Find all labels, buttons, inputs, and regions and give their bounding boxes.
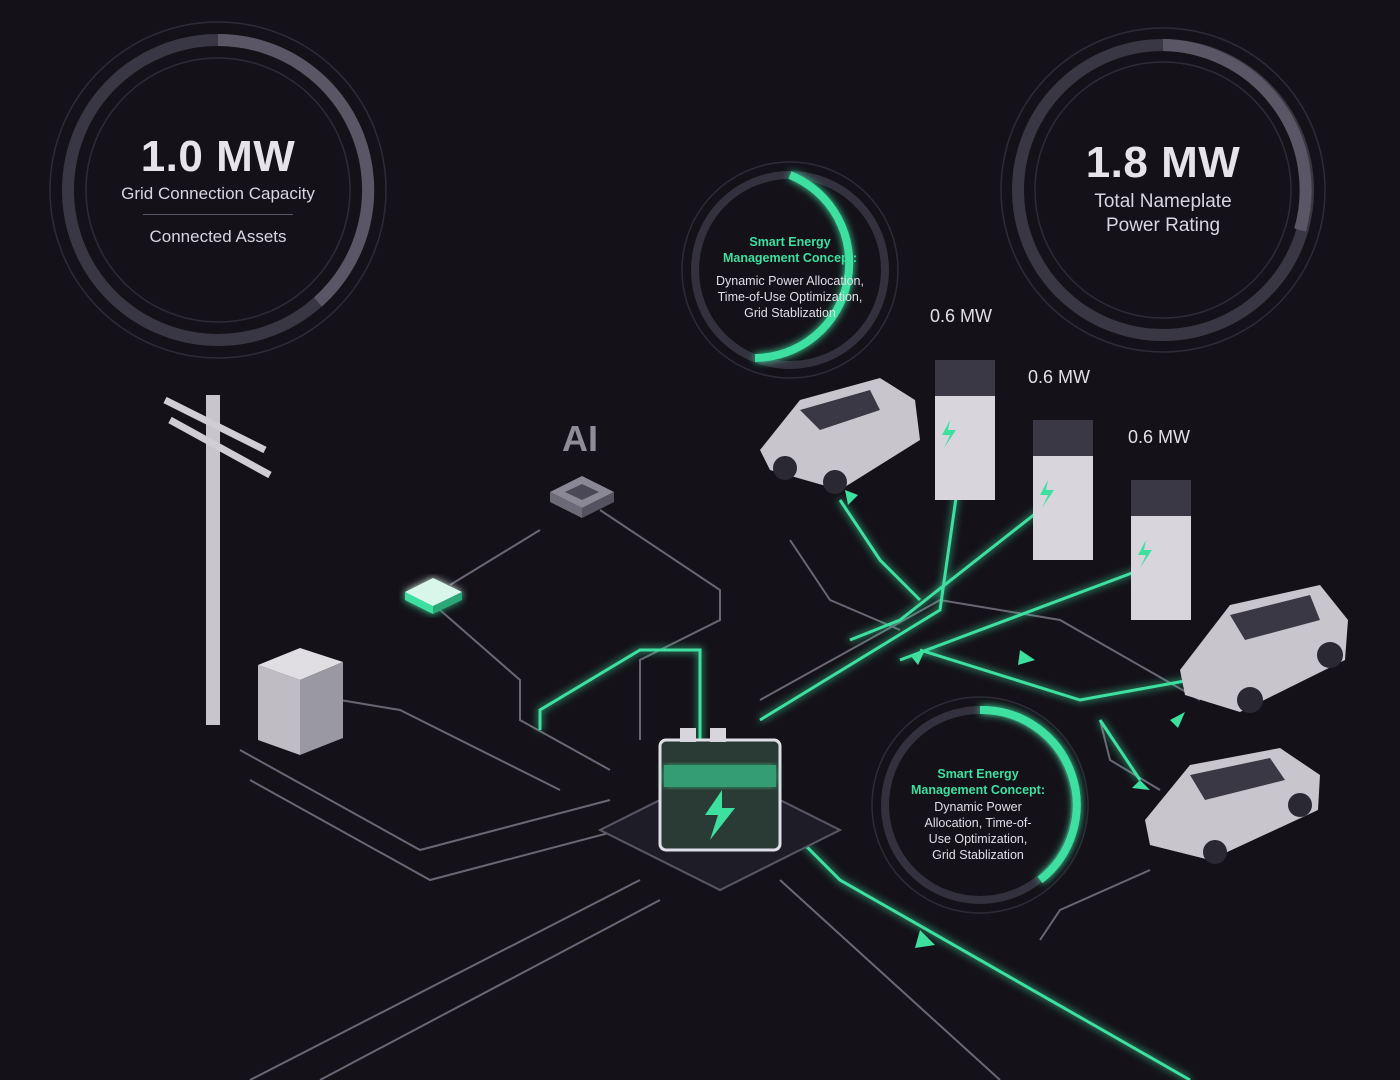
ai-label: AI (562, 418, 598, 459)
ai-chip (550, 476, 614, 518)
gateway-device (405, 578, 462, 614)
connected-assets-label: Connected Assets (149, 226, 287, 246)
sem-bottom-desc-1: Dynamic Power (934, 799, 1022, 814)
sem-top-ring (681, 161, 899, 379)
transformer-cabinet (258, 648, 343, 755)
electric-cars (760, 378, 1348, 864)
sem-top-panel: Smart Energy Management Concept: Dynamic… (700, 234, 880, 321)
sem-bottom-desc-4: Grid Stablization (932, 848, 1024, 863)
sem-top-title-1: Smart Energy (749, 235, 831, 249)
grid-capacity-label: Grid Connection Capacity (121, 184, 315, 203)
charger-1-power: 0.6 MW (930, 306, 993, 326)
nameplate-panel: 1.8 MW Total Nameplate Power Rating (1013, 138, 1313, 238)
sem-top-title-2: Management Concept: (722, 251, 858, 266)
sem-bottom-desc-2: Allocation, Time-of- (924, 815, 1032, 830)
sem-bottom-desc-3: Use Optimization, (928, 832, 1028, 846)
nameplate-label-1: Total Nameplate (1094, 191, 1232, 212)
car-bottom (1145, 748, 1320, 864)
grid-capacity-value: 1.0 MW (140, 132, 296, 181)
sem-bottom-title-1: Smart Energy (937, 767, 1019, 781)
green-flow-lines (538, 469, 1191, 1080)
grey-flow-lines (239, 509, 1201, 1080)
charger-3 (1131, 480, 1191, 620)
grid-capacity-ring (49, 21, 387, 359)
sem-bottom-title-2: Management Concept: (910, 783, 1046, 798)
sem-bottom-ring (871, 696, 1089, 914)
car-right (1180, 585, 1348, 713)
sem-top-desc-2: Time-of-Use Optimization, (717, 289, 863, 304)
sem-bottom-panel: Smart Energy Management Concept: Dynamic… (888, 766, 1068, 864)
flow-arrows (845, 490, 1185, 948)
battery-storage (597, 728, 843, 892)
charger-2-power: 0.6 MW (1028, 367, 1091, 387)
utility-pole (163, 395, 272, 725)
nameplate-value: 1.8 MW (1085, 138, 1241, 187)
charger-stations (935, 360, 1191, 620)
charger-1 (935, 360, 995, 500)
nameplate-ring (1000, 27, 1326, 353)
divider (143, 213, 293, 215)
sem-top-desc-1: Dynamic Power Allocation, (716, 273, 864, 288)
charger-2 (1033, 420, 1093, 560)
grid-capacity-panel: 1.0 MW Grid Connection Capacity Connecte… (68, 132, 368, 249)
car-top (760, 378, 920, 494)
charger-3-power: 0.6 MW (1128, 427, 1191, 447)
sem-top-desc-3: Grid Stablization (744, 306, 836, 320)
nameplate-label-2: Power Rating (1105, 214, 1221, 236)
